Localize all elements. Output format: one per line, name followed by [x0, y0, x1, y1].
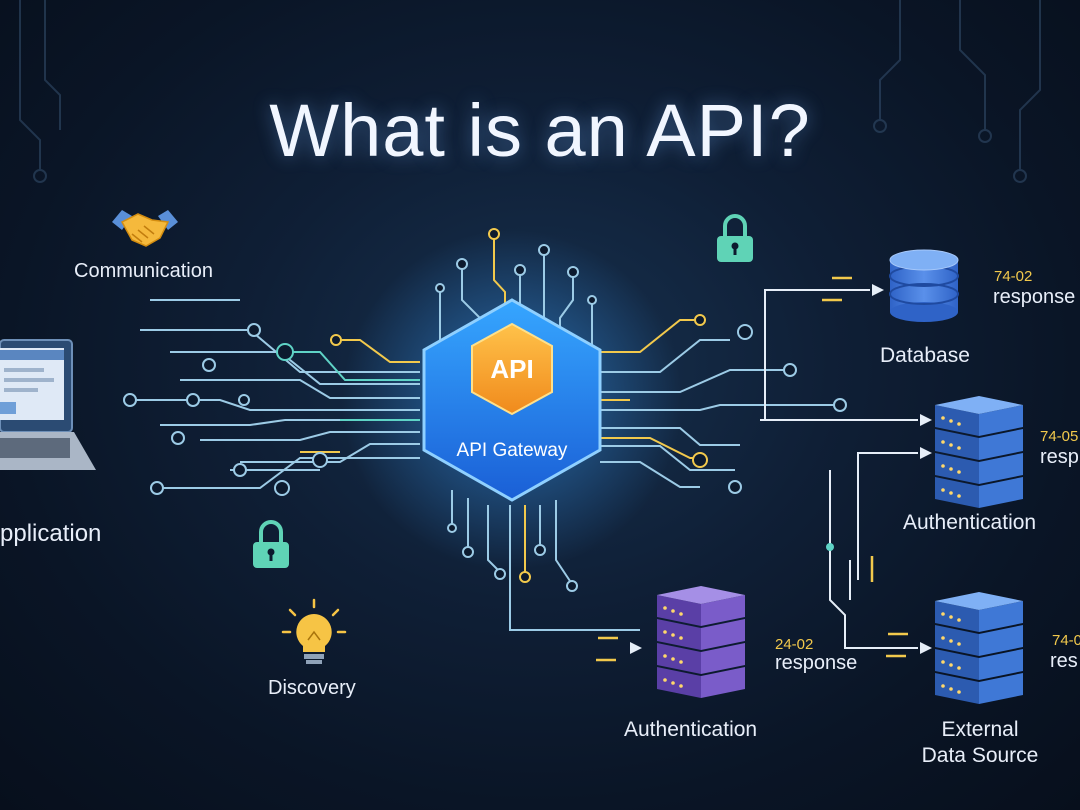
authentication-right-response: resp: [1040, 446, 1079, 468]
server-stack-icon-bottom: [657, 586, 745, 698]
external-code: 74-0: [1052, 632, 1080, 649]
api-gateway-hexagon[interactable]: [422, 298, 602, 502]
database-code: 74-02: [994, 268, 1033, 285]
service-connectors: [760, 289, 918, 649]
corner-circuit-decoration: [19, 0, 1041, 183]
external-data-source-label: External Data Source: [910, 718, 1050, 768]
external-label-line2: Data Source: [921, 744, 1039, 767]
external-label-line1: External: [941, 718, 1019, 741]
database-label: Database: [880, 344, 970, 367]
api-core-label: API: [490, 354, 534, 384]
discovery-label: Discovery: [268, 677, 356, 699]
authentication-right-code: 74-05: [1040, 428, 1079, 445]
left-circuit-traces: [123, 299, 420, 496]
handshake-icon: [112, 210, 178, 247]
page-title: What is an API?: [269, 89, 811, 172]
lightbulb-icon: [281, 598, 347, 664]
laptop-icon: [0, 339, 96, 470]
authentication-bottom-label: Authentication: [624, 718, 758, 741]
lock-icon-top: [717, 214, 753, 262]
signal-dashes: [596, 276, 908, 662]
authentication-bottom-response: response: [775, 652, 858, 674]
connector-arrowheads: [630, 284, 932, 654]
authentication-right-label: Authentication: [903, 511, 1037, 534]
authentication-bottom-code: 24-02: [775, 636, 814, 653]
database-response: response: [993, 286, 1076, 308]
application-label: pplication: [0, 520, 102, 547]
right-circuit-traces: [600, 314, 847, 494]
api-gateway-label: API Gateway: [456, 440, 568, 461]
database-icon: [889, 249, 959, 322]
communication-label: Communication: [74, 260, 213, 282]
lock-icon-left: [253, 520, 289, 568]
bottom-circuit-traces: [447, 490, 640, 631]
external-response: res: [1050, 650, 1078, 672]
server-stack-icon-right: [935, 396, 1023, 508]
server-stack-icon-external: [935, 592, 1023, 704]
connector-node: [826, 543, 834, 551]
